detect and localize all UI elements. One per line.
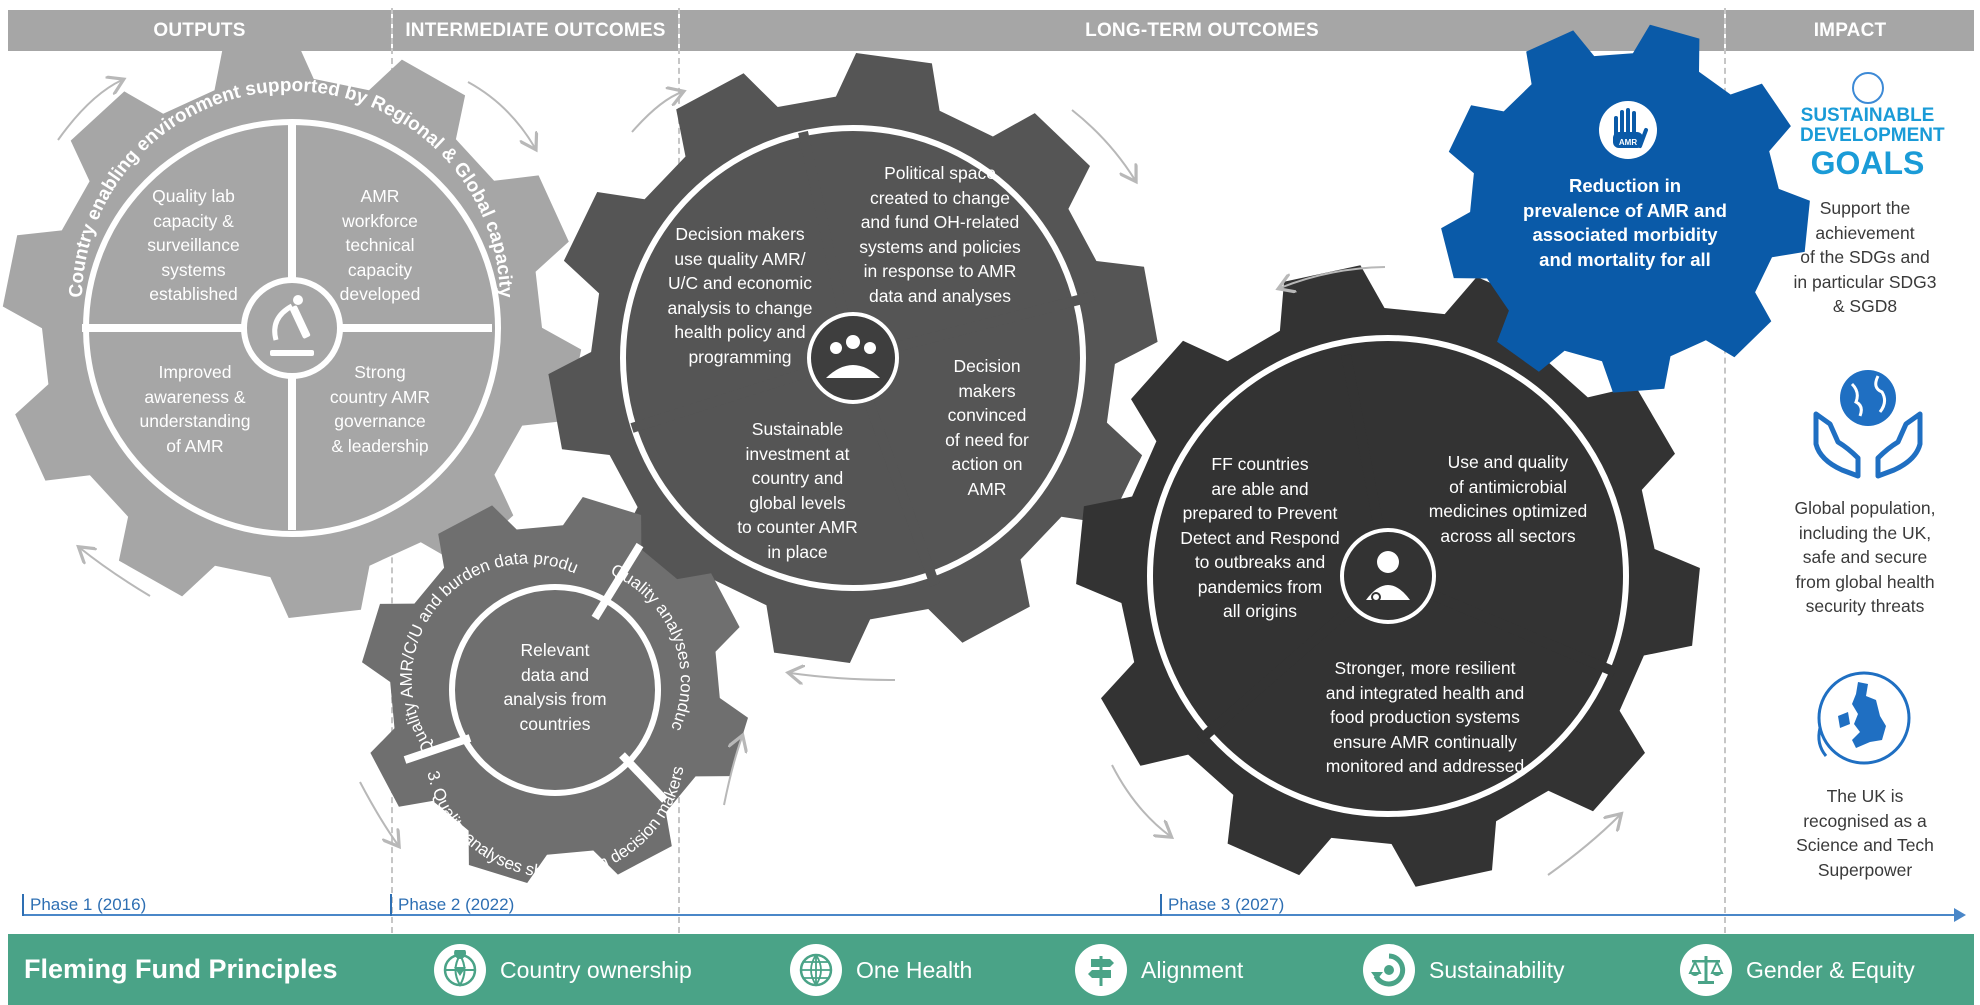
hands-globe-icon (1813, 370, 1923, 479)
scales-icon (1680, 944, 1732, 996)
uk-map-icon (1817, 671, 1911, 765)
principle-label: Country ownership (500, 956, 692, 983)
signpost-icon (1075, 944, 1127, 996)
cycle-icon (1363, 944, 1415, 996)
principles-footer: Fleming Fund Principles Country ownershi… (8, 934, 1974, 1005)
microscope-icon (270, 295, 314, 356)
principle-alignment: Alignment (1075, 943, 1243, 997)
amr-badge-label: AMR (1619, 138, 1637, 147)
phase-1-label: Phase 1 (2016) (22, 894, 146, 916)
footer-title: Fleming Fund Principles (24, 954, 338, 984)
header-outputs: OUTPUTS (8, 10, 391, 51)
principle-sustainability: Sustainability (1363, 943, 1565, 997)
principle-country-ownership: Country ownership (434, 943, 692, 997)
timeline-arrow-icon (1954, 908, 1966, 922)
outputs-gear-dividers (82, 125, 492, 530)
intermediate-gear-spokes (630, 130, 1096, 587)
column-divider (1724, 8, 1726, 933)
principle-label: Gender & Equity (1746, 956, 1915, 983)
longterm-gear-spokes (1196, 354, 1617, 744)
phase-3-label: Phase 3 (2027) (1160, 894, 1284, 916)
principle-one-health: One Health (790, 943, 972, 997)
globe-grid-icon (790, 944, 842, 996)
people-group-icon (826, 335, 880, 378)
header-impact: IMPACT (1726, 10, 1974, 51)
un-emblem-icon (1852, 72, 1884, 104)
sdg-logo-line-1: SUSTAINABLE (1800, 105, 1935, 126)
sdg-logo: SUSTAINABLE DEVELOPMENT GOALS (1800, 105, 1945, 181)
phase-timeline (22, 914, 1962, 916)
principle-label: Alignment (1141, 956, 1244, 983)
longterm-gear-inner-ring (1147, 335, 1629, 817)
phase-2-label: Phase 2 (2022) (390, 894, 514, 916)
amr-hand-badge: AMR (1599, 101, 1657, 159)
flow-arrows (57, 80, 1620, 876)
sdg-logo-line-3: GOALS (1810, 145, 1925, 181)
small-gear-dividers (403, 542, 668, 803)
principle-label: Sustainability (1429, 956, 1565, 983)
intermediate-gear-inner-ring (620, 125, 1086, 591)
impact-global-population-text: Global population,including the UK,safe … (1794, 498, 1936, 616)
impact-gear (1441, 24, 1810, 393)
header-intermediate-outcomes: INTERMEDIATE OUTCOMES (393, 10, 678, 51)
sdg-logo-line-2: DEVELOPMENT (1800, 125, 1945, 146)
globe-pin-icon (434, 944, 486, 996)
principle-label: One Health (856, 956, 973, 983)
doctor-icon (1366, 551, 1410, 602)
principle-gender-equity: Gender & Equity (1680, 943, 1915, 997)
